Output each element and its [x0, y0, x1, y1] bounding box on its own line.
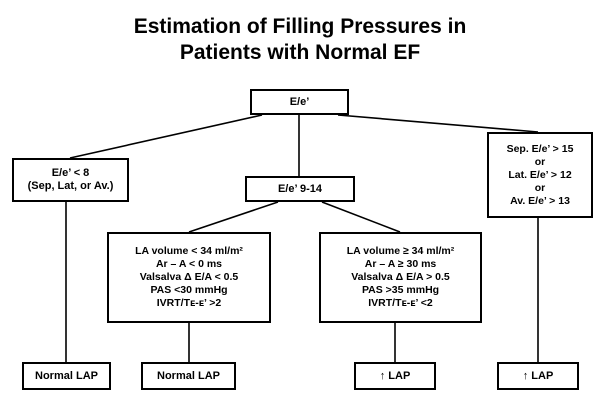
node-right-line-5: Av. E/e’ > 13 [510, 194, 570, 207]
criteria-left-line-1: LA volume < 34 ml/m² [135, 245, 243, 257]
node-outcome-normal-lap-1[interactable]: Normal LAP [22, 362, 111, 390]
criteria-right-line-4: PAS >35 mmHg [361, 284, 440, 296]
node-right-line-1: Sep. E/e’ > 15 [506, 142, 574, 155]
criteria-left-line-4: PAS <30 mmHg [150, 284, 228, 296]
outcome-4-label: ↑ LAP [522, 369, 554, 382]
title-line-2: Patients with Normal EF [179, 41, 421, 64]
node-criteria-normal[interactable]: LA volume < 34 ml/m² Ar – A < 0 ms Valsa… [107, 232, 271, 323]
node-right-line-4: or [534, 181, 546, 194]
page-title: Estimation of Filling Pressures in Patie… [0, 14, 600, 66]
criteria-right-line-5: IVRT/Tᴇ-ᴇ’ <2 [368, 297, 433, 309]
title-line-1: Estimation of Filling Pressures in [133, 15, 467, 38]
node-right-line-3: Lat. E/e’ > 12 [508, 168, 572, 181]
outcome-1-label: Normal LAP [35, 369, 98, 382]
node-criteria-elevated[interactable]: LA volume ≥ 34 ml/m² Ar – A ≥ 30 ms Vals… [319, 232, 482, 323]
node-root-ee[interactable]: E/e’ [250, 89, 349, 115]
node-outcome-elevated-lap-1[interactable]: ↑ LAP [354, 362, 436, 390]
node-mid-line-1: E/e’ 9-14 [277, 182, 323, 195]
criteria-left-line-2: Ar – A < 0 ms [155, 258, 223, 270]
node-outcome-normal-lap-2[interactable]: Normal LAP [141, 362, 236, 390]
node-root-line-1: E/e’ [289, 95, 310, 108]
node-ee-less-than-8[interactable]: E/e’ < 8 (Sep, Lat, or Av.) [12, 158, 129, 202]
node-left-line-2: (Sep, Lat, or Av.) [27, 180, 114, 192]
node-outcome-elevated-lap-2[interactable]: ↑ LAP [497, 362, 579, 390]
node-ee-elevated[interactable]: Sep. E/e’ > 15 or Lat. E/e’ > 12 or Av. … [487, 132, 593, 218]
criteria-right-line-2: Ar – A ≥ 30 ms [364, 258, 437, 270]
criteria-left-line-5: IVRT/Tᴇ-ᴇ’ >2 [156, 297, 222, 309]
criteria-left-line-3: Valsalva Δ E/A < 0.5 [139, 271, 239, 283]
outcome-2-label: Normal LAP [157, 369, 220, 382]
outcome-3-label: ↑ LAP [379, 369, 411, 382]
node-ee-9-14[interactable]: E/e’ 9-14 [245, 176, 355, 202]
node-right-line-2: or [534, 155, 546, 168]
criteria-right-line-1: LA volume ≥ 34 ml/m² [346, 245, 455, 257]
node-left-line-1: E/e’ < 8 [51, 167, 90, 179]
criteria-right-line-3: Valsalva Δ E/A > 0.5 [351, 271, 450, 283]
